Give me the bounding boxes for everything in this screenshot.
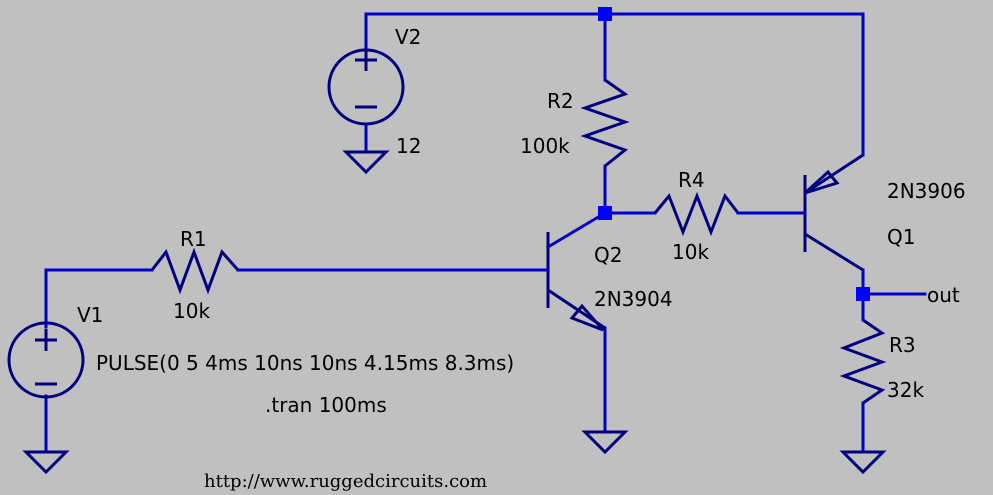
v2-name-label: V2 (395, 25, 421, 49)
q2-name-label: Q2 (594, 243, 622, 267)
v1-name-label: V1 (77, 303, 103, 327)
resistor-r3 (839, 318, 887, 405)
q1-model-label: 2N3906 (887, 179, 966, 203)
junction-dot (856, 287, 870, 301)
q2-model-label: 2N3904 (594, 287, 673, 311)
r4-value-label: 10k (672, 240, 709, 264)
voltage-source-v1 (7, 321, 85, 399)
transistor-q2 (546, 232, 606, 332)
resistor-r1 (150, 247, 240, 295)
r1-name-label: R1 (180, 227, 207, 251)
ground-symbol (342, 150, 390, 175)
r3-name-label: R3 (889, 333, 916, 357)
transistor-q1 (803, 153, 864, 272)
r3-value-label: 32k (887, 378, 924, 402)
footer-url[interactable]: http://www.ruggedcircuits.com (204, 471, 487, 492)
wire-top-rail (364, 12, 865, 157)
ground-symbol (839, 450, 887, 475)
junction-dot (598, 206, 612, 220)
tran-directive: .tran 100ms (265, 393, 387, 417)
q1-name-label: Q1 (887, 225, 915, 249)
out-net-label: out (927, 283, 960, 307)
r4-name-label: R4 (678, 168, 705, 192)
ground-symbol (581, 430, 629, 455)
resistor-r2 (580, 78, 630, 168)
v1-value-label: PULSE(0 5 4ms 10ns 10ns 4.15ms 8.3ms) (96, 351, 514, 375)
v2-value-label: 12 (396, 134, 421, 158)
wires (44, 12, 927, 454)
r2-name-label: R2 (547, 89, 574, 113)
resistor-r4 (653, 191, 740, 237)
r2-value-label: 100k (520, 134, 570, 158)
junction-dot (598, 7, 612, 21)
wire-q2-collector (545, 210, 608, 250)
ground-symbol (22, 450, 70, 475)
voltage-source-v2 (327, 48, 405, 126)
r1-value-label: 10k (173, 299, 210, 323)
wire-v1-to-r1 (44, 268, 154, 329)
